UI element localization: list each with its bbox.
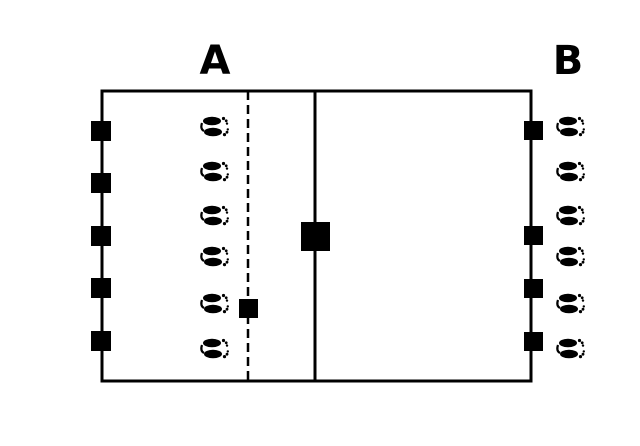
right-edge-marker [524,226,543,245]
left-footprints [200,115,231,360]
label-b: B [553,38,584,84]
right-edge-marker [524,332,543,351]
center-marker [301,222,330,251]
footprint-icon [200,245,231,268]
right-footprints [556,115,587,360]
right-edge-marker [524,121,543,140]
footprint-icon [200,337,231,360]
left-edge-marker [91,173,111,193]
footprint-icon [200,292,231,315]
footprint-icon [556,292,587,315]
footprint-icon [556,204,587,227]
footprint-icon [556,337,587,360]
footprint-icon [556,115,587,138]
left-edge-marker [91,278,111,298]
footprint-icon [556,245,587,268]
label-a: A [200,38,231,84]
left-edge-marker [91,226,111,246]
dashed-line-marker [239,299,258,318]
footprint-icon [200,115,231,138]
footprint-icon [556,160,587,183]
right-edge-marker [524,279,543,298]
left-edge-marker [91,331,111,351]
footprint-icon [200,204,231,227]
right-edge-markers [524,121,543,351]
footprint-icon [200,160,231,183]
left-edge-markers [91,121,111,351]
left-edge-marker [91,121,111,141]
